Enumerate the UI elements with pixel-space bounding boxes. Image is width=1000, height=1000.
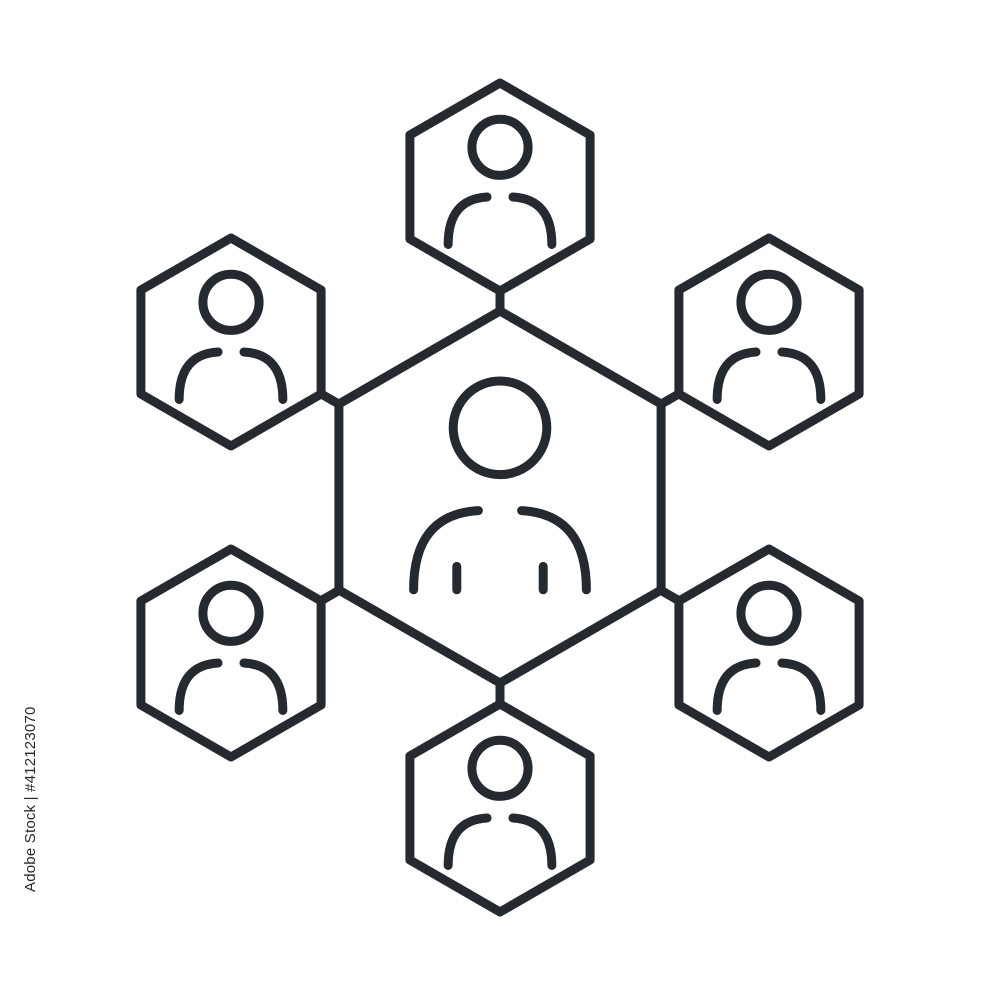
user-head [736,580,802,646]
center-node [334,306,666,688]
user-icon [443,114,557,249]
user-left-shoulder [443,813,492,870]
user-icon [712,580,826,715]
satellite-node-lower-right [674,544,864,762]
center-hexagon [334,306,666,688]
user-left-shoulder [712,347,761,404]
satellite-node-group [136,78,864,917]
user-right-shoulder [777,347,826,404]
user-right-shoulder [508,192,557,249]
user-icon [174,269,288,404]
user-head [467,114,533,180]
user-icon [174,580,288,715]
user-head [736,269,802,335]
satellite-hexagon [136,233,326,451]
user-right-shoulder [517,506,591,595]
user-left-shoulder [409,506,483,595]
satellite-hexagon [674,233,864,451]
satellite-node-upper-right [674,233,864,451]
satellite-hexagon [405,699,595,917]
user-right-shoulder [239,658,288,715]
user-icon [409,376,591,595]
satellite-node-bottom [405,699,595,917]
satellite-node-top [405,78,595,296]
satellite-node-lower-left [136,544,326,762]
user-head [448,376,552,480]
satellite-hexagon [405,78,595,296]
user-left-shoulder [712,658,761,715]
user-right-shoulder [239,347,288,404]
user-left-shoulder [174,658,223,715]
user-left-shoulder [443,192,492,249]
user-icon [712,269,826,404]
user-right-shoulder [777,658,826,715]
stock-watermark-id: Adobe Stock | #412123070 [22,706,39,892]
satellite-hexagon [136,544,326,762]
user-left-shoulder [174,347,223,404]
user-head [198,269,264,335]
user-icon [443,735,557,870]
user-right-shoulder [508,813,557,870]
user-head [467,735,533,801]
user-head [198,580,264,646]
satellite-hexagon [674,544,864,762]
satellite-node-upper-left [136,233,326,451]
